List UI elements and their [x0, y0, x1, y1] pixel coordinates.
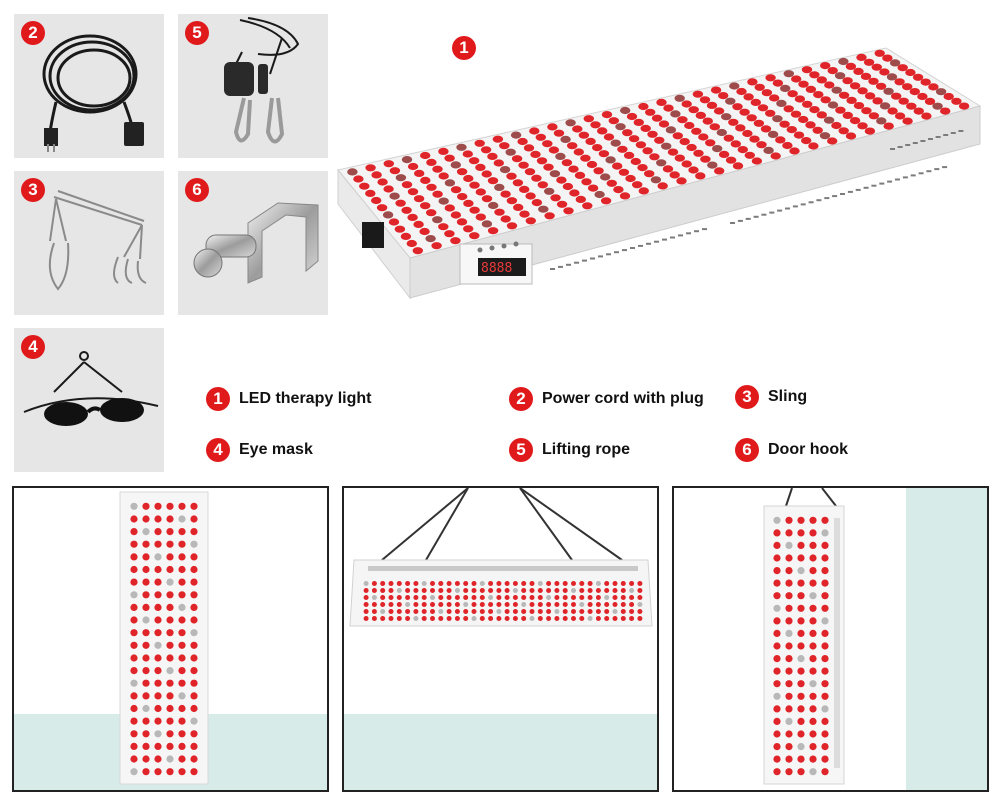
badge-4: 4: [21, 335, 45, 359]
timer-display: [478, 258, 526, 276]
legend-item-door-hook: 6 Door hook: [735, 437, 848, 463]
main-led-grid: [347, 49, 970, 255]
timer-digits: 8888: [481, 261, 512, 276]
horizontal-led-grid: [363, 581, 643, 621]
badge-1-main: 1: [452, 36, 476, 60]
tile-door-hook: 6: [178, 171, 328, 315]
tile-sling: 3: [14, 171, 164, 315]
scene-hanging-vertical: [672, 486, 989, 792]
legend-badge: 5: [509, 438, 533, 462]
legend-label: LED therapy light: [239, 390, 372, 407]
legend-label: Door hook: [768, 441, 848, 458]
control-button: [513, 241, 519, 247]
legend-item-power-cord: 2 Power cord with plug: [509, 386, 704, 412]
power-cord-image: [42, 34, 144, 152]
floor: [344, 714, 657, 790]
control-button: [477, 247, 483, 253]
legend-label: Power cord with plug: [542, 390, 704, 407]
tile-lifting-rope: 5: [178, 14, 328, 158]
badge-5: 5: [185, 21, 209, 45]
wall-section: [906, 488, 987, 790]
vertical-led-grid: [773, 516, 829, 776]
legend-label: Eye mask: [239, 441, 313, 458]
scene-hanging-horizontal: [342, 486, 659, 792]
legend-label: Lifting rope: [542, 441, 630, 458]
badge-2: 2: [21, 21, 45, 45]
panel-side: [834, 518, 840, 768]
panel-vent-row: [368, 566, 638, 571]
legend-badge: 2: [509, 387, 533, 411]
legend-badge: 3: [735, 385, 759, 409]
led-panel-image: 8888: [337, 47, 982, 300]
scene-standing-image: [14, 491, 327, 790]
legend-badge: 4: [206, 438, 230, 462]
legend-badge: 6: [735, 438, 759, 462]
scene-vertical-image: [763, 488, 987, 790]
sling-image: [48, 190, 147, 291]
control-button: [501, 243, 507, 249]
tile-eye-mask: 4: [14, 328, 164, 472]
legend-item-sling: 3 Sling: [735, 384, 807, 410]
legend-badge: 1: [206, 387, 230, 411]
scene-standing-panel: [12, 486, 329, 792]
badge-3: 3: [21, 178, 45, 202]
hanging-ropes: [381, 488, 623, 561]
lifting-rope-image: [224, 17, 300, 144]
eye-mask-image: [23, 351, 159, 426]
legend-item-eye-mask: 4 Eye mask: [206, 437, 313, 463]
standing-led-grid: [130, 502, 198, 776]
control-button: [489, 245, 495, 251]
scene-hanging-image: [344, 488, 657, 790]
tile-power-cord: 2: [14, 14, 164, 158]
door-hook-image: [193, 202, 319, 284]
legend-item-lifting-rope: 5 Lifting rope: [509, 437, 630, 463]
main-vents: [550, 130, 964, 270]
badge-6: 6: [185, 178, 209, 202]
legend-label: Sling: [768, 388, 808, 405]
vertical-ropes: [785, 488, 837, 507]
legend-item-led-therapy-light: 1 LED therapy light: [206, 386, 371, 412]
power-switch: [362, 222, 384, 248]
standing-panel: [119, 491, 209, 785]
